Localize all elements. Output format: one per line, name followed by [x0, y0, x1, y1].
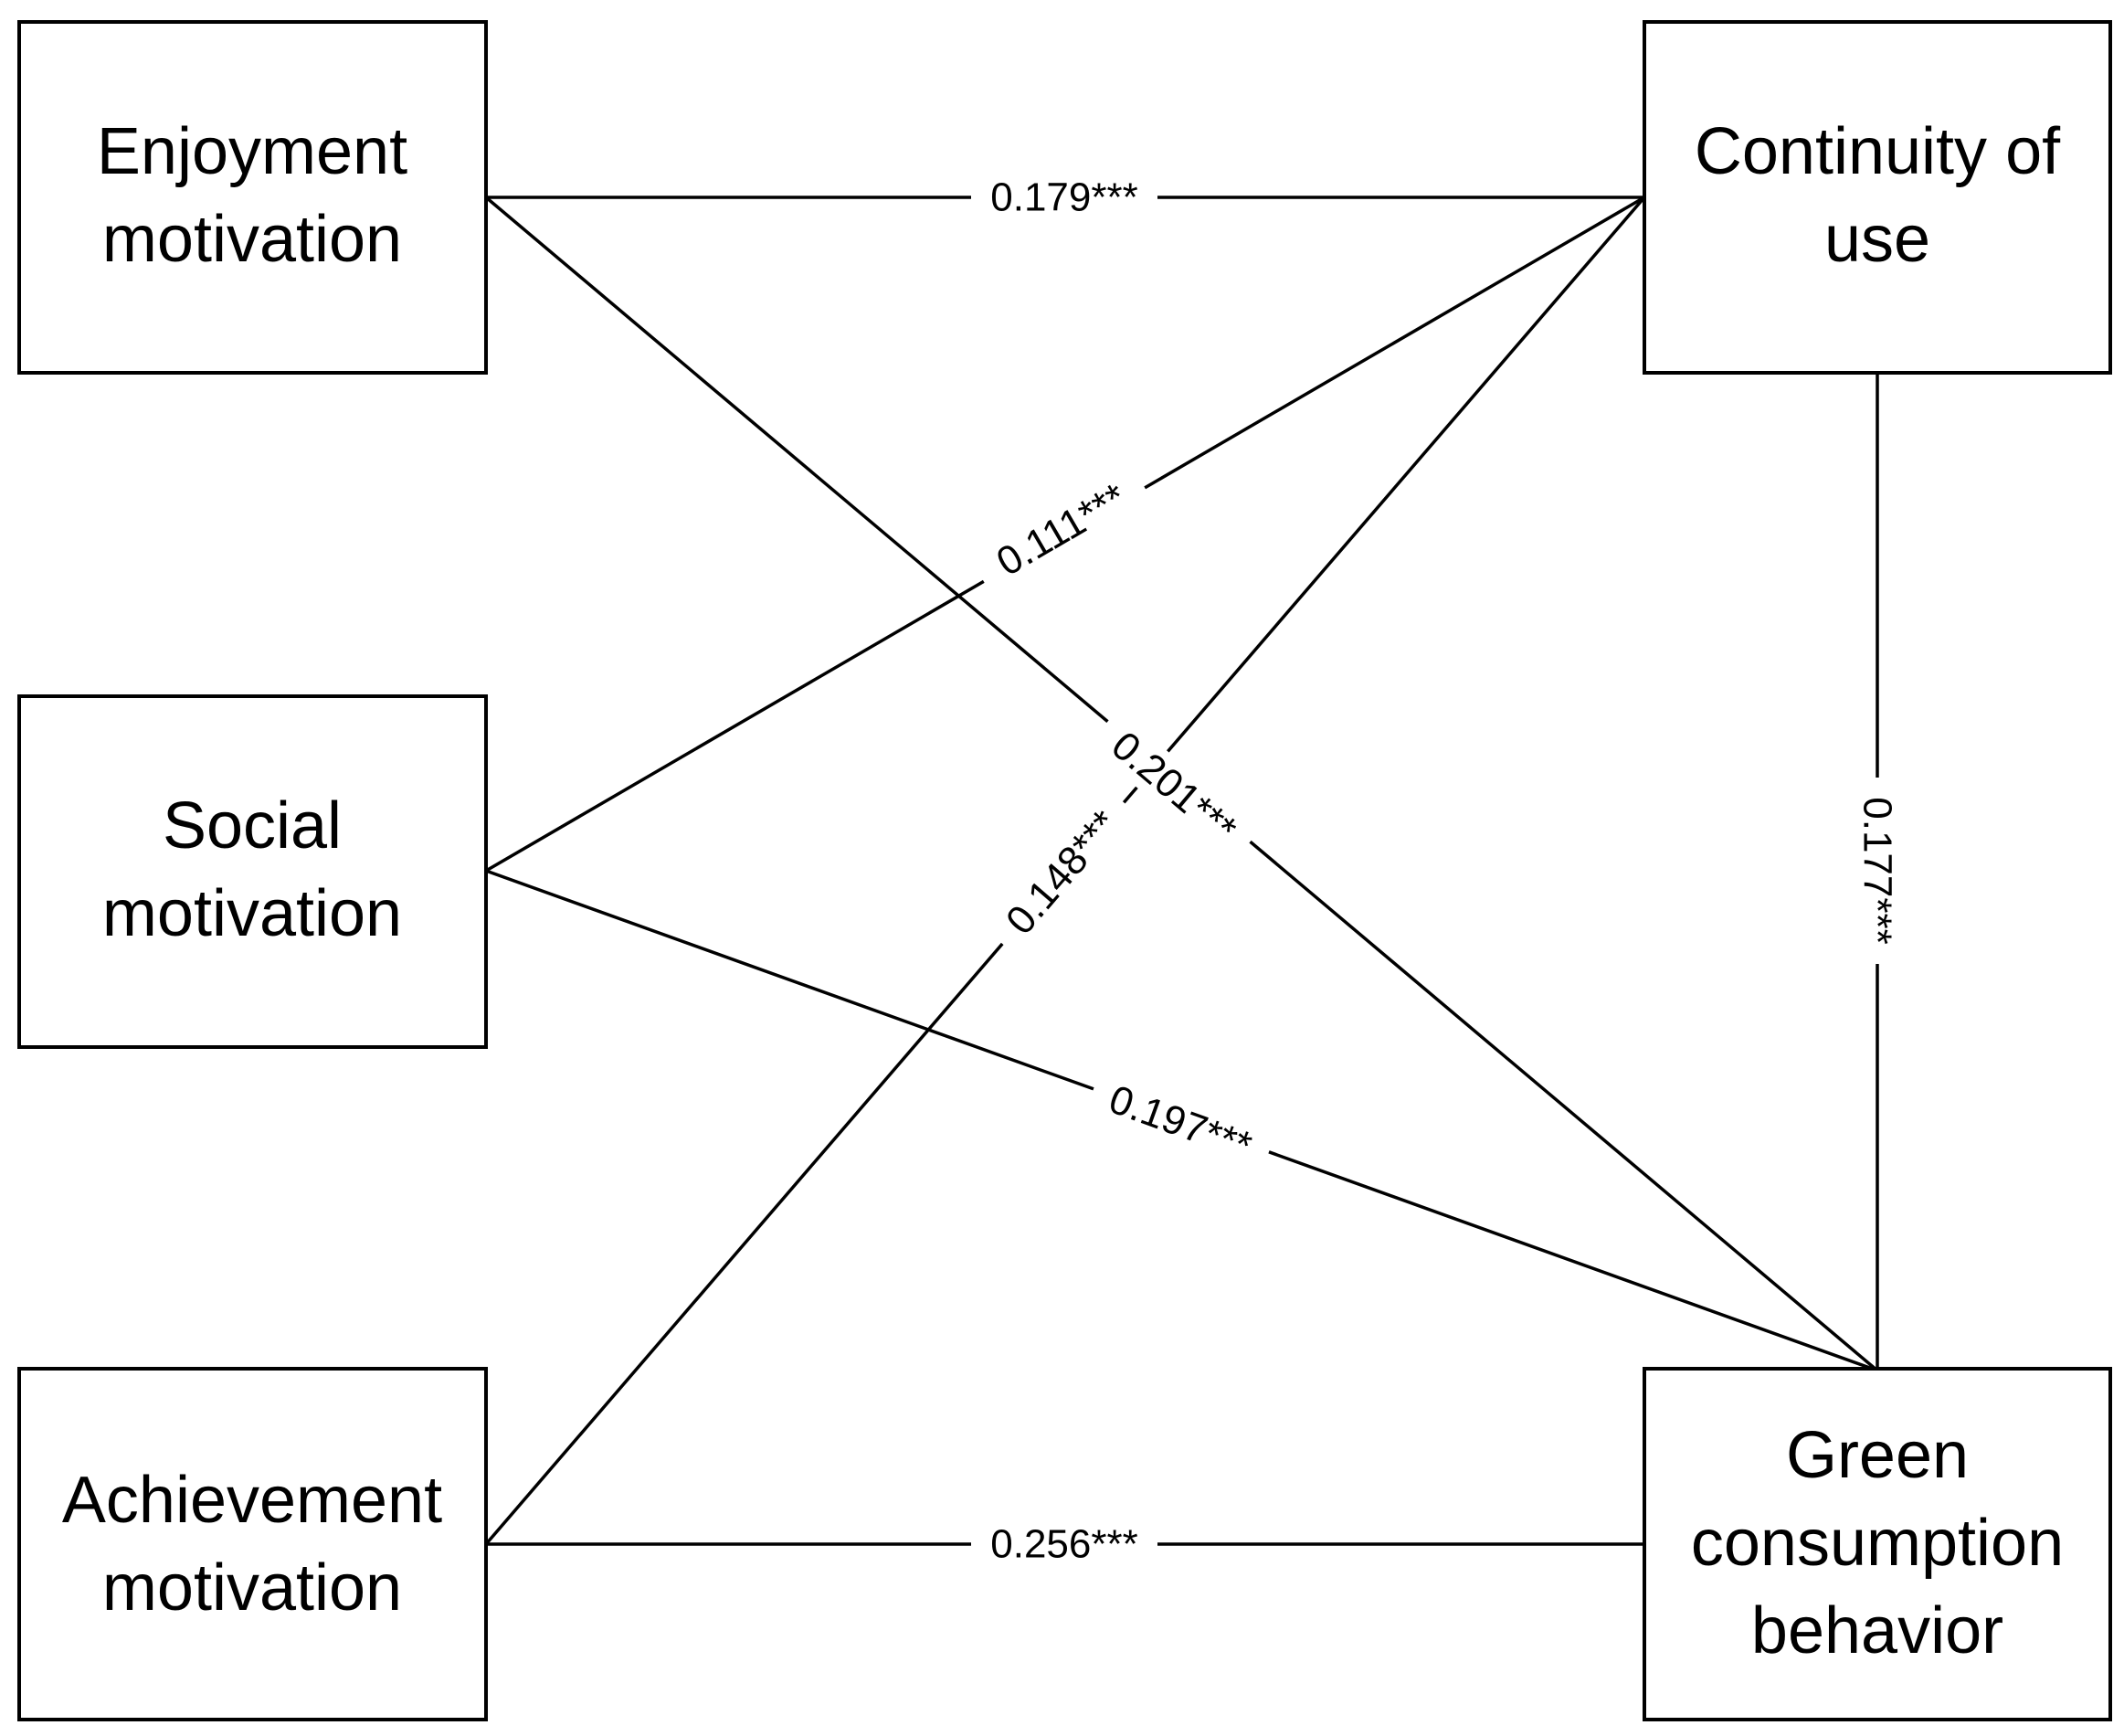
node-label-line: behavior — [1751, 1594, 2003, 1667]
node-continuity-of-use: Continuity of use — [1643, 20, 2112, 375]
node-label-line: motivation — [102, 1551, 402, 1625]
node-label-line: motivation — [102, 203, 402, 276]
coef-achievement-continuity: 0.148*** — [998, 802, 1127, 943]
node-label-line: motivation — [102, 877, 402, 950]
coef-continuity-green: 0.177*** — [1855, 797, 1900, 944]
node-label-line: use — [1824, 203, 1930, 276]
node-label-line: Green — [1786, 1419, 1969, 1492]
coef-achievement-green: 0.256*** — [990, 1522, 1137, 1567]
node-label-line: Social — [163, 789, 342, 863]
node-label-line: Achievement — [62, 1464, 442, 1537]
node-achievement-motivation: Achievement motivation — [17, 1367, 488, 1721]
node-enjoyment-motivation: Enjoyment motivation — [17, 20, 488, 375]
node-label-line: consumption — [1691, 1507, 2064, 1580]
node-label-line: Enjoyment — [97, 115, 407, 188]
node-label-line: Continuity of — [1695, 115, 2061, 188]
edge-labels: 0.179*** 0.111*** 0.201*** 0.148*** 0.17… — [968, 174, 1901, 1568]
edges — [484, 196, 1879, 1546]
node-social-motivation: Social motivation — [17, 694, 488, 1049]
coef-enjoyment-continuity: 0.179*** — [990, 175, 1137, 220]
node-green-consumption-behavior: Green consumption behavior — [1643, 1367, 2112, 1721]
coef-social-green: 0.197*** — [1104, 1077, 1258, 1170]
coef-social-continuity: 0.111*** — [989, 475, 1135, 585]
